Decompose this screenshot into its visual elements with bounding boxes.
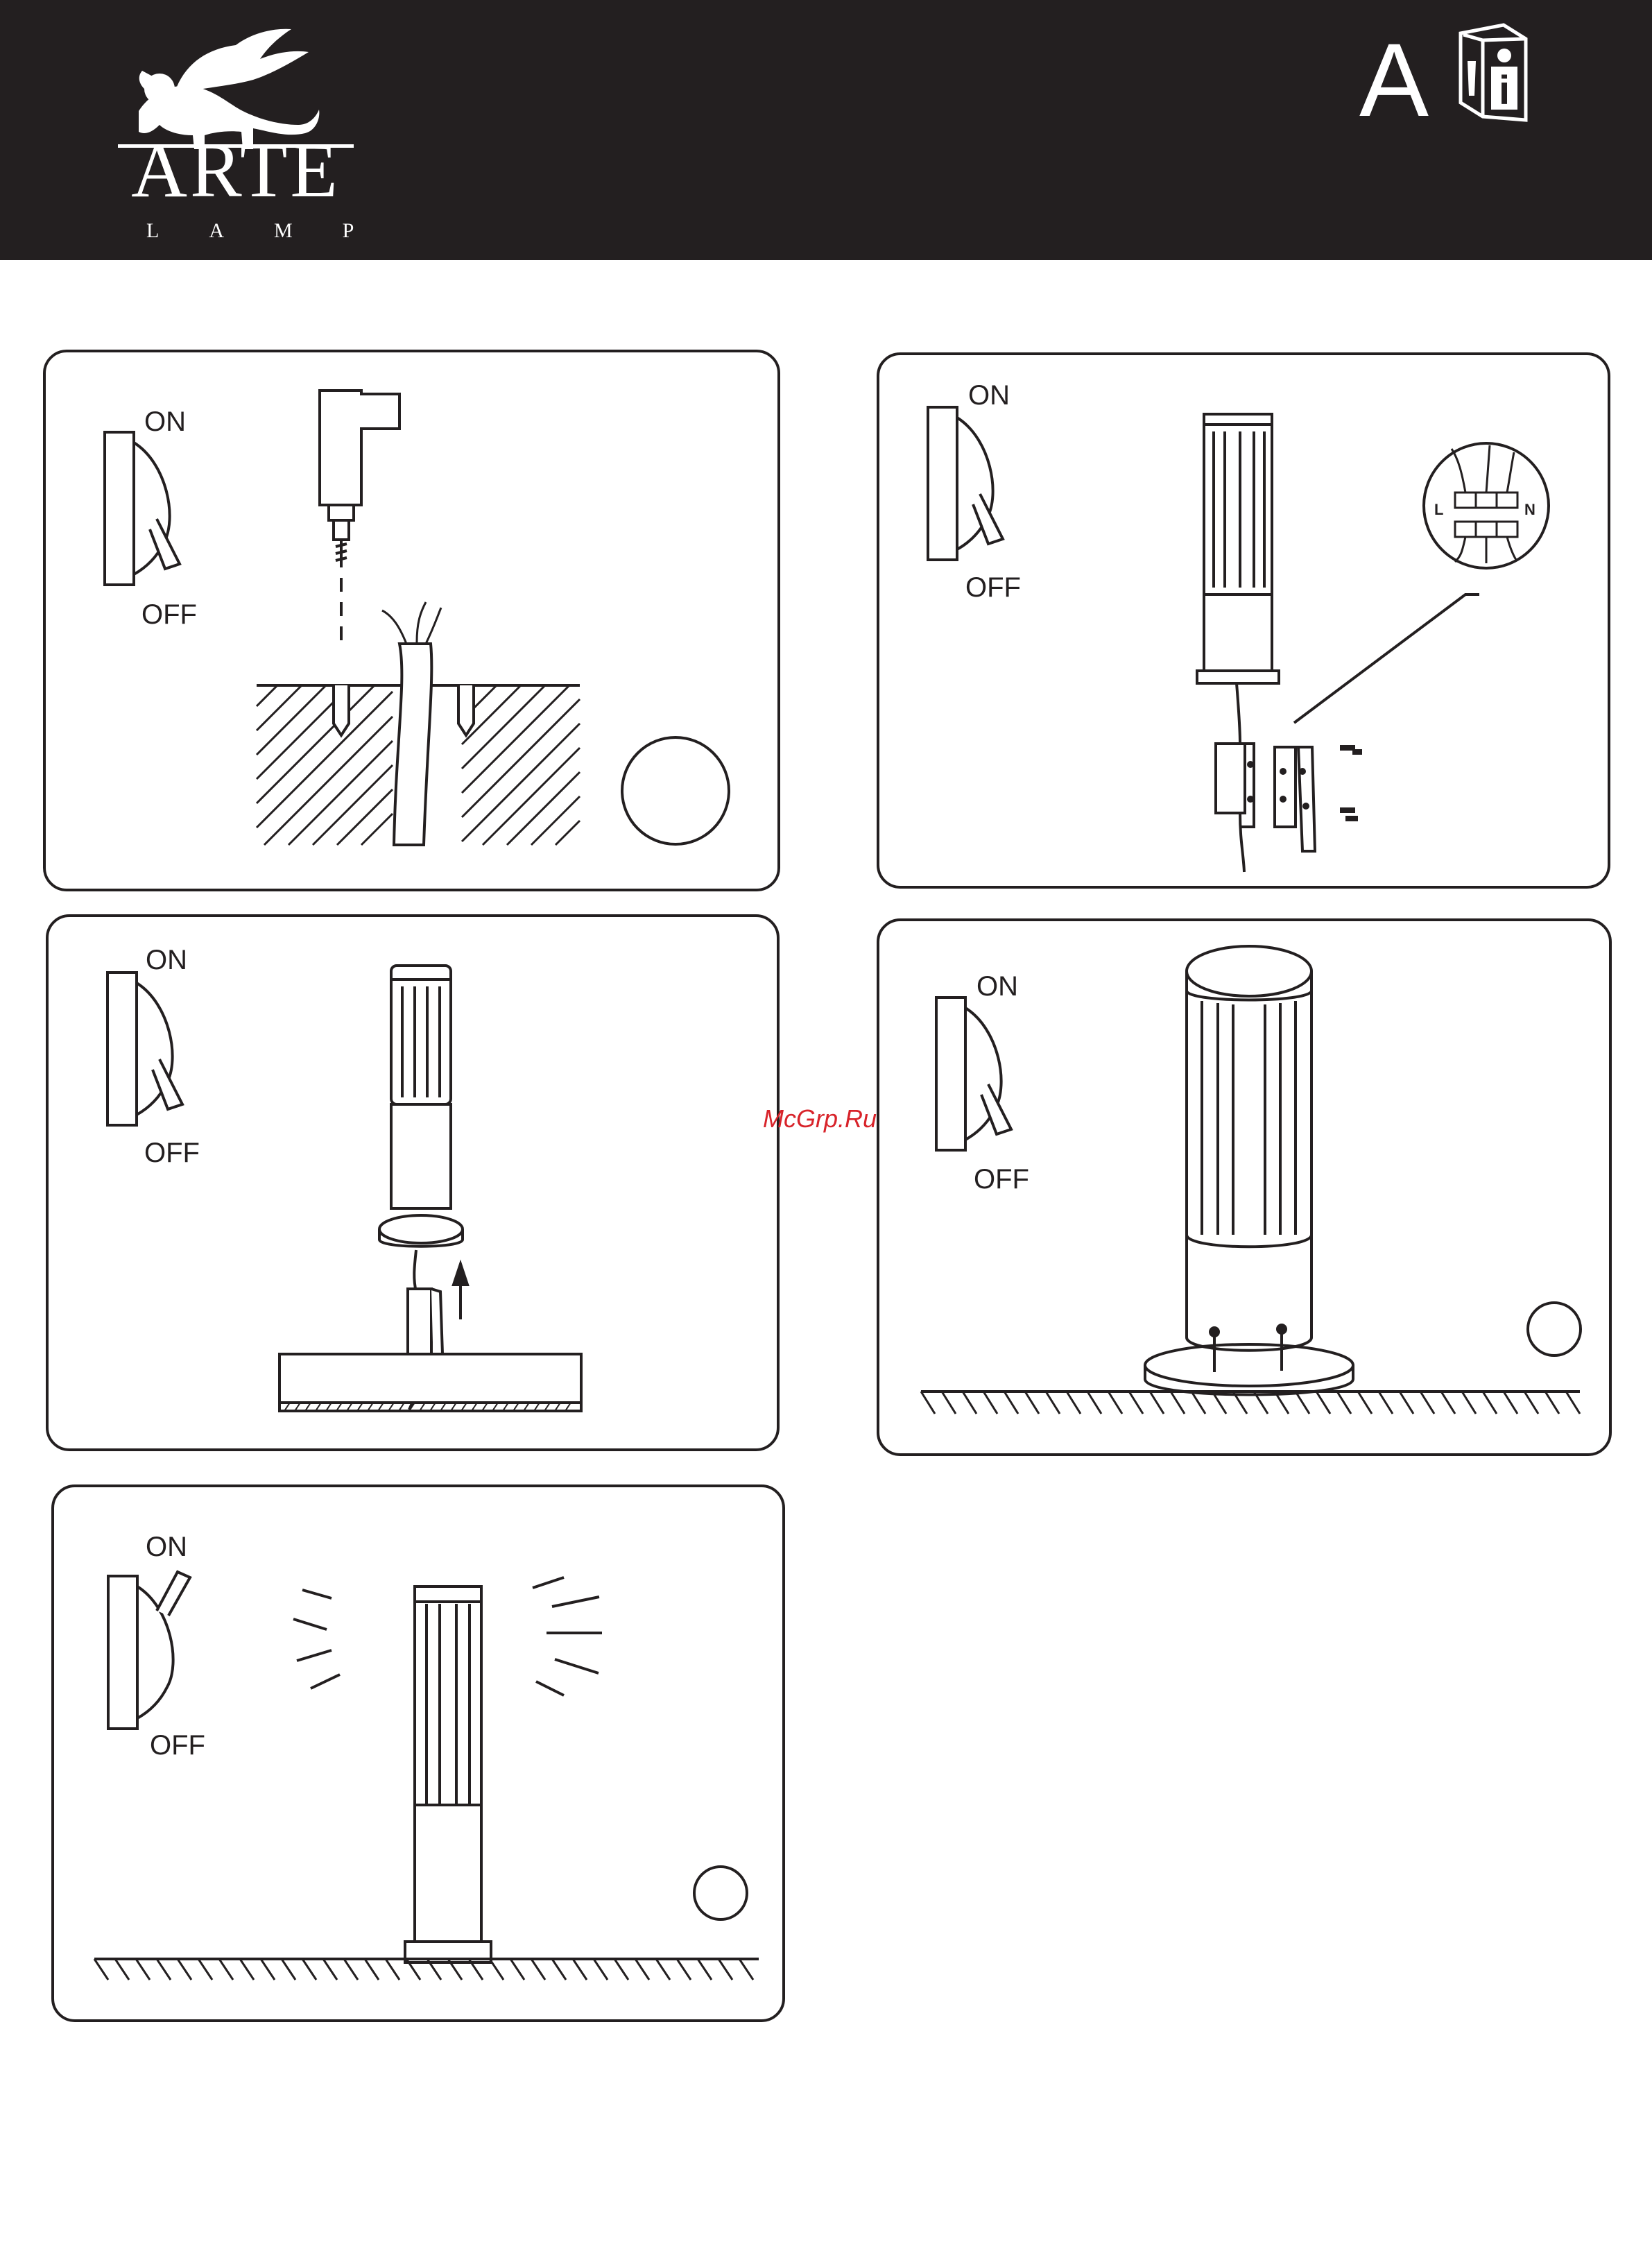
instruction-book-icon: i [1455,19,1531,125]
panel-step-1: ON OFF [43,350,780,891]
header-bar: ARTE LAMP A i [0,0,1652,260]
switch-on-label: ON [144,408,186,436]
svg-text:i: i [1499,68,1510,113]
switch-on-label: ON [146,946,187,974]
switch-on-label: ON [976,973,1018,1000]
brand-sub: LAMP [121,219,350,243]
panel-step-2: L N ON OFF [877,352,1610,889]
brand-name: ARTE [121,132,350,209]
step-2-illustration: L N [879,355,1613,891]
panel-step-4: ON OFF [877,918,1612,1456]
switch-off-label: OFF [974,1165,1029,1193]
panel-step-3: ON OFF [46,914,780,1451]
switch-off-label: OFF [150,1731,205,1759]
language-letter: A [1359,28,1429,132]
terminal-label-n: N [1524,501,1535,518]
switch-off-label: OFF [965,574,1021,601]
switch-off-label: OFF [141,601,197,628]
panel-step-5: ON OFF [51,1484,785,2022]
switch-on-label: ON [968,382,1010,409]
terminal-label-l: L [1434,501,1443,518]
watermark: McGrp.Ru [763,1104,877,1133]
step-3-illustration [49,917,782,1454]
step-number-circle [622,737,729,844]
switch-on-label: ON [146,1533,187,1561]
switch-off-label: OFF [144,1139,200,1167]
